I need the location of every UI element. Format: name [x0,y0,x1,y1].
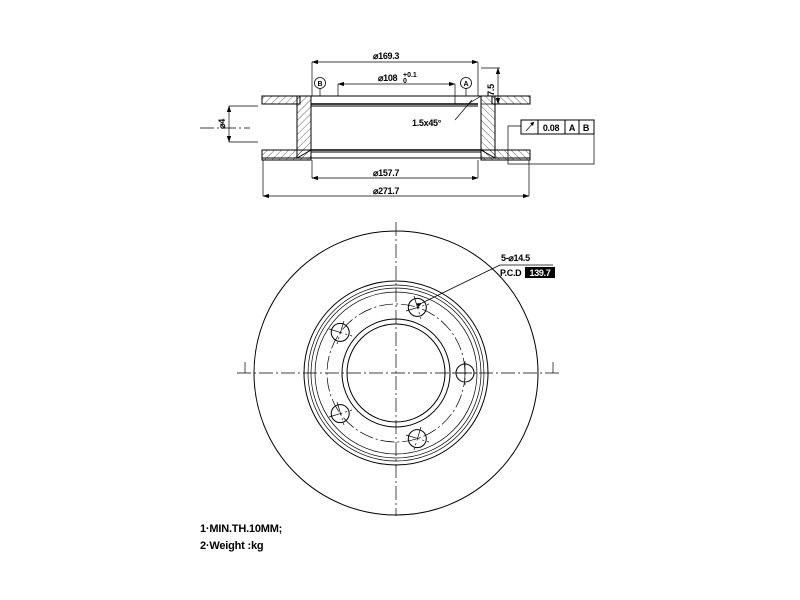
dim-4-label: ⌀4 [217,119,227,129]
dim-108-label: ⌀108 [378,73,398,83]
disc-outer-circle [253,230,539,516]
callout-pcd-prefix: P.C.D [500,268,522,278]
section-view-group: 1.5x45° ⌀169.3 ⌀108 +0.1 0 ⌀157.7 [200,51,595,199]
front-view-group: 5-⌀14.5 P.C.D 139.7 [237,222,560,516]
datum-b-label: B [317,81,322,88]
datum-symbol-a: A [460,77,472,96]
datum-a-label: A [463,81,468,88]
dim-169-label: ⌀169.3 [373,51,399,61]
disc-friction-inner-circle [303,280,489,466]
fcf-datum-primary: A [569,123,576,133]
datum-symbol-b: B [314,77,326,96]
dim-108-tolerance-upper: +0.1 [403,72,417,79]
disc-hat-step-circle [310,287,482,459]
notes-group: 1·MIN.TH.10MM; 2·Weight :kg [200,523,282,552]
run-out-symbol [525,121,535,132]
dimension-hub-height: 7.5 [481,67,501,105]
disc-hat-outer-circle [307,284,485,462]
dim-157-label: ⌀157.7 [373,168,399,178]
bolt-holes-group [328,295,477,451]
bolt-hole [405,426,430,451]
bolt-hole [328,320,353,345]
center-bore-inner-circle [346,323,446,423]
fcf-tolerance-value: 0.08 [543,123,560,133]
dimension-inner-bore: ⌀108 +0.1 0 [337,72,456,104]
fcf-datum-secondary: B [583,123,590,133]
disc-outer-edges [261,96,531,160]
center-bore-outer-circle [341,318,451,428]
dim-271-label: ⌀271.7 [373,186,399,196]
chamfer-note-label: 1.5x45° [412,118,442,128]
bolt-hole [328,401,353,426]
disc-hub-wall-right [480,95,496,159]
disc-hat-plate-lines [262,95,530,159]
bolt-hole [453,361,477,385]
chamfer-indicator [454,95,482,121]
feature-control-frame: 0.08 A B [507,119,595,165]
bolt-hole-callout: 5-⌀14.5 P.C.D 139.7 [416,253,555,308]
dimension-outer-diameter-top: ⌀169.3 [311,51,479,96]
dim-108-tolerance-lower: 0 [403,78,407,85]
centerline-ticks [244,362,554,373]
bolt-hole [405,295,430,320]
callout-pcd-value: 139.7 [529,268,550,278]
callout-hole-count-label: 5-⌀14.5 [501,253,530,263]
note-item-1: 1·MIN.TH.10MM; [200,523,282,535]
note-item-2: 2·Weight :kg [200,540,263,552]
dimension-rotor-outer-diameter: ⌀271.7 [262,160,530,199]
disc-hub-wall-left [296,95,312,159]
dimension-thickness-left: ⌀4 [217,105,258,143]
dim-7-5-label: 7.5 [486,84,496,96]
disc-upper-flange-left [261,95,301,105]
callout-pcd-highlight-box [525,267,555,278]
dimension-hub-face-diameter: ⌀157.7 [311,160,479,181]
